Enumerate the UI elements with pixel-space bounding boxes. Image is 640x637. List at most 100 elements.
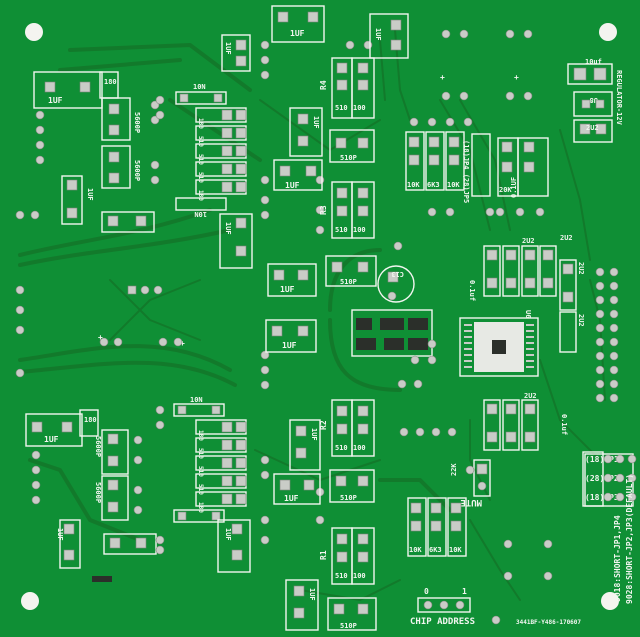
label-510-b: 510	[197, 154, 204, 165]
label-10n-a: 10N	[193, 83, 206, 91]
label-100-top: 100	[353, 104, 366, 112]
label-510-top: 510	[335, 104, 348, 112]
label-r1: R1	[319, 550, 328, 560]
label-100-r2: 100	[353, 444, 366, 452]
label-addr-1: 1	[462, 587, 467, 596]
label-180-b: 180	[197, 118, 204, 129]
label-100-r3: 100	[353, 226, 366, 234]
label-jp-note-2: 9028:SHORT-JP2,JP3(DEFAULT)	[625, 474, 634, 604]
label-1uf-bm-c: 1UF	[284, 494, 299, 503]
label-5600p-b: 5600P	[133, 160, 141, 181]
label-u6: U6	[524, 310, 532, 318]
label-01-b: 0.1uf	[560, 414, 568, 435]
label-1uf-bm-d: 1UF	[308, 588, 316, 601]
label-5600p-c: 5600P	[94, 436, 102, 457]
bottom-left-filter: 1UF 180 5600P 5600P 1UF	[25, 409, 165, 582]
label-01uf-top: 0.1UF	[510, 177, 518, 198]
label-r4: R4	[319, 80, 328, 90]
label-180-bot-b: 180	[197, 502, 204, 513]
label-addr-0: 0	[424, 587, 429, 596]
label-2u2-reg: 2U2	[586, 124, 599, 132]
label-1uf-g: 1UF	[312, 116, 320, 129]
label-22k: 22K	[450, 463, 458, 476]
label-510-r3: 510	[335, 226, 348, 234]
label-1uf-c: 1UF	[224, 42, 232, 55]
label-1uf-d: 1UF	[224, 222, 232, 235]
label-1uf-bl-b: 1UF	[56, 528, 64, 541]
label-10k-a: 10K	[407, 181, 420, 189]
label-180-c: 180	[197, 190, 204, 201]
label-2u2-e: 2U2	[560, 234, 573, 242]
jumper-notes: (18)JP1 (28)JP2 (18)JP3 9018:SHORT-JP1,J…	[582, 451, 637, 604]
label-2u2-d: 2U2	[577, 314, 585, 327]
label-1uf-f: 1UF	[374, 28, 382, 41]
bottom-right-block: 22K MUTE 10K 6K3 10K 0 1 CHIP ADDRESS 34…	[399, 427, 581, 627]
bottom-resistor-column: 10N 180 510 510 510 180 1UF	[155, 350, 325, 573]
label-180-bot-a: 180	[197, 430, 204, 441]
label-10uf: 10uf	[585, 58, 602, 66]
label-1uf-e: 1UF	[290, 29, 305, 38]
label-jp2: (28)JP2	[585, 474, 619, 483]
power-input: + +	[15, 285, 185, 378]
label-2u2-a: 2U2	[522, 237, 535, 245]
label-510-bot-a: 510	[197, 448, 204, 459]
label-6k3-b: 6K3	[429, 546, 442, 554]
label-180-bl: 180	[84, 416, 97, 424]
top-middle-block: 1UF 1UF R4 510 100 1UF 1UF 510P R3 510 1…	[267, 5, 409, 297]
label-r2: R2	[319, 420, 328, 430]
regulator-u8: 10uf U8 2U2 REGULATOR-12V + +	[440, 29, 623, 143]
label-r3: R3	[319, 205, 328, 215]
label-100-r1: 100	[353, 572, 366, 580]
svg-text:U8: U8	[590, 96, 598, 104]
label-510-c: 510	[197, 172, 204, 183]
label-2u2-b: 2U2	[524, 392, 537, 400]
label-c13: C13	[391, 270, 404, 278]
label-jp1: (18)JP1	[585, 455, 619, 464]
label-510-r2: 510	[335, 444, 348, 452]
top-resistor-column: 10N 180 510 510 510 180 10N 1UF 1UF	[155, 34, 373, 269]
label-regulator: REGULATOR-12V	[615, 70, 623, 126]
label-10n-c: 10N	[190, 396, 203, 404]
top-left-filter: 1UF 180 5600P 5600P 1UF	[15, 71, 160, 233]
label-6k3-a: 6K3	[427, 181, 440, 189]
mounting-holes	[21, 23, 619, 610]
svg-text:+: +	[440, 73, 445, 82]
right-header-pins	[595, 267, 619, 403]
svg-text:+: +	[98, 333, 103, 342]
regulator-pads	[351, 309, 437, 389]
label-510p-b: 510P	[340, 278, 357, 286]
bottom-middle-block: 1UF R2 510 100 1UF 1UF 510P R1 510 100 1…	[265, 319, 377, 631]
label-510p-c: 510P	[340, 494, 357, 502]
svg-text:+: +	[514, 73, 519, 82]
top-resistor-bank: 10K 6K3 10K (18)JP4 (28)JP5 20K 0.1UF	[405, 117, 549, 217]
label-510-a: 510	[197, 136, 204, 147]
label-jp45: (18)JP4 (28)JP5	[462, 140, 470, 203]
label-5600p-d: 5600P	[94, 482, 102, 503]
label-180-a: 180	[104, 78, 117, 86]
label-1uf-h: 1UF	[285, 181, 300, 190]
label-chip-address: CHIP ADDRESS	[410, 617, 475, 627]
label-1uf-a: 1UF	[48, 96, 63, 105]
label-1uf-b: 1UF	[86, 188, 94, 201]
label-10k-c: 10K	[409, 546, 422, 554]
label-1uf-bm-a: 1UF	[282, 341, 297, 350]
dac-chip-area: U6 2U2 0.1uf 2U2 0.1uf 2U2 2U2 2U2	[459, 234, 585, 451]
label-510p-d: 510P	[340, 622, 357, 630]
label-20k: 20K	[499, 186, 512, 194]
label-10n-b: 10N	[194, 210, 207, 218]
label-1uf-bot-c: 1UF	[224, 528, 232, 541]
label-jp-note-1: 9018:SHORT-JP1,JP4	[613, 515, 622, 602]
label-2u2-c: 2U2	[577, 262, 585, 275]
label-510-bot-c: 510	[197, 484, 204, 495]
capacitor-c13: C13	[377, 241, 415, 303]
label-mute: MUTE	[460, 497, 482, 507]
label-footer-code: 3441BF-Y486-170607	[516, 619, 581, 626]
label-01-a: 0.1uf	[468, 280, 476, 301]
label-1uf-bl-a: 1UF	[44, 435, 59, 444]
label-510-bot-b: 510	[197, 466, 204, 477]
label-510-r1: 510	[335, 572, 348, 580]
label-10k-d: 10K	[449, 546, 462, 554]
label-1uf-bm-b: 1UF	[310, 428, 318, 441]
